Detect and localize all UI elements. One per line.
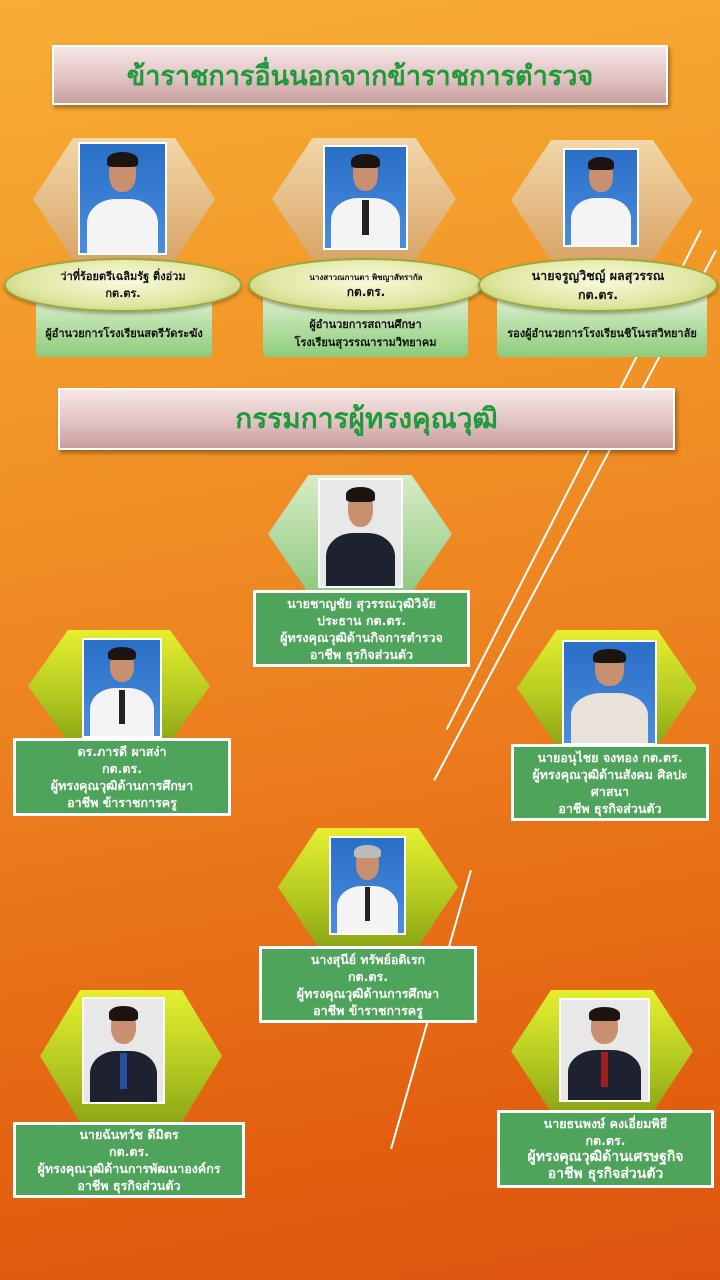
info-text: นายอนุไชย จงทอง กต.ตร. xyxy=(537,749,683,765)
info-text: ผู้ทรงคุณวุฒิด้านสังคม ศิลปะ xyxy=(532,766,688,782)
info-text: อาชีพ ข้าราชการครู xyxy=(313,1002,423,1018)
member-info-box: นายฉันทวัช ดีมิตรกต.ตร. ผู้ทรงคุณวุฒิด้าน… xyxy=(13,1122,245,1198)
member-photo xyxy=(82,997,165,1104)
info-text: กต.ตร. xyxy=(105,287,141,300)
info-text: ผู้อำนวยการโรงเรียนสตรีวัดระฆัง xyxy=(45,327,203,340)
info-text: ศาสนา xyxy=(590,783,630,799)
info-text: โรงเรียนสุวรรณารามวิทยาคม xyxy=(294,336,437,349)
name-ellipse: นางสาวณกานดา พิชญาสัทรากัลกต.ตร. xyxy=(248,258,484,312)
section2-title: กรรมการผู้ทรงคุณวุฒิ xyxy=(235,402,498,435)
member-photo xyxy=(563,148,639,247)
info-text: ผู้ทรงคุณวุฒิด้านการศึกษา xyxy=(296,985,440,1001)
info-text: กต.ตร. xyxy=(101,761,142,776)
info-text: นายฉันทวัช ดีมิตร xyxy=(79,1127,179,1142)
info-text: นายจรูญวิชญ์ ผลสุวรรณ xyxy=(531,268,665,283)
member-info-box: นายธนพงษ์ คงเอี่ยมพิธีกต.ตร.ผู้ทรงคุณวุฒ… xyxy=(497,1110,714,1188)
member-photo xyxy=(323,145,408,250)
info-text: ประธาน กต.ตร. xyxy=(317,612,406,628)
info-text: นายธนพงษ์ คงเอี่ยมพิธี xyxy=(543,1116,668,1131)
info-text: นางสาวณกานดา พิชญาสัทรากัล xyxy=(309,273,423,282)
info-text: กต.ตร. xyxy=(585,1133,626,1148)
member-info-box: ดร.ภารดี ผาสง่ากต.ตร. ผู้ทรงคุณวุฒิด้านกา… xyxy=(13,738,231,816)
info-text: อาชีพ ข้าราชการครู xyxy=(67,795,177,810)
info-text: ผู้ทรงคุณวุฒิด้านเศรษฐกิจ xyxy=(527,1149,684,1165)
info-text: ว่าที่ร้อยตรีเฉลิมรัฐ ติ่งอ่วม xyxy=(60,270,186,283)
info-text: นายชาญชัย สุวรรณวุฒิวิจัย xyxy=(287,595,436,611)
member-info-box: นายชาญชัย สุวรรณวุฒิวิจัยประธาน กต.ตร.ผู… xyxy=(253,590,470,667)
info-text: รองผู้อำนวยการโรงเรียนชิโนรสวิทยาลัย xyxy=(507,327,697,340)
info-text: กต.ตร. xyxy=(346,285,386,299)
name-ellipse: ว่าที่ร้อยตรีเฉลิมรัฐ ติ่งอ่วมกต.ตร. xyxy=(4,258,242,312)
member-photo xyxy=(82,638,162,738)
section1-title-banner: ข้าราชการอื่นนอกจากข้าราชการตำรวจ xyxy=(52,45,668,105)
member-info-box: นายอนุไชย จงทอง กต.ตร.ผู้ทรงคุณวุฒิด้านส… xyxy=(511,744,709,821)
info-text: ผู้อำนวยการสถานศึกษา xyxy=(309,318,422,331)
info-text: กต.ตร. xyxy=(347,968,388,984)
info-text: ผู้ทรงคุณวุฒิด้านกิจการตำรวจ xyxy=(280,629,443,645)
info-text: อาชีพ ธุรกิจส่วนตัว xyxy=(547,1166,664,1182)
member-info-box: นางสุนีย์ ทรัพย์อดิเรกกต.ตร.ผู้ทรงคุณวุฒ… xyxy=(259,946,477,1023)
member-photo xyxy=(318,478,403,588)
info-text: ผู้ทรงคุณวุฒิด้านการพัฒนาองค์กร xyxy=(37,1161,221,1176)
name-ellipse: นายจรูญวิชญ์ ผลสุวรรณกต.ตร. xyxy=(478,258,718,312)
member-photo xyxy=(78,142,167,255)
section1-title: ข้าราชการอื่นนอกจากข้าราชการตำรวจ xyxy=(126,60,594,92)
info-text: ดร.ภารดี ผาสง่า xyxy=(77,744,167,759)
member-photo xyxy=(562,640,657,745)
member-photo xyxy=(329,836,406,935)
info-text: อาชีพ ธุรกิจส่วนตัว xyxy=(558,800,662,816)
info-text: อาชีพ ธุรกิจส่วนตัว xyxy=(77,1178,181,1193)
member-photo xyxy=(559,998,650,1102)
info-text: กต.ตร. xyxy=(577,287,618,302)
section2-title-banner: กรรมการผู้ทรงคุณวุฒิ xyxy=(58,388,675,450)
info-text: อาชีพ ธุรกิจส่วนตัว xyxy=(309,646,414,662)
info-text: ผู้ทรงคุณวุฒิด้านการศึกษา xyxy=(50,778,194,793)
info-text: นางสุนีย์ ทรัพย์อดิเรก xyxy=(310,951,426,967)
info-text: กต.ตร. xyxy=(108,1144,149,1159)
